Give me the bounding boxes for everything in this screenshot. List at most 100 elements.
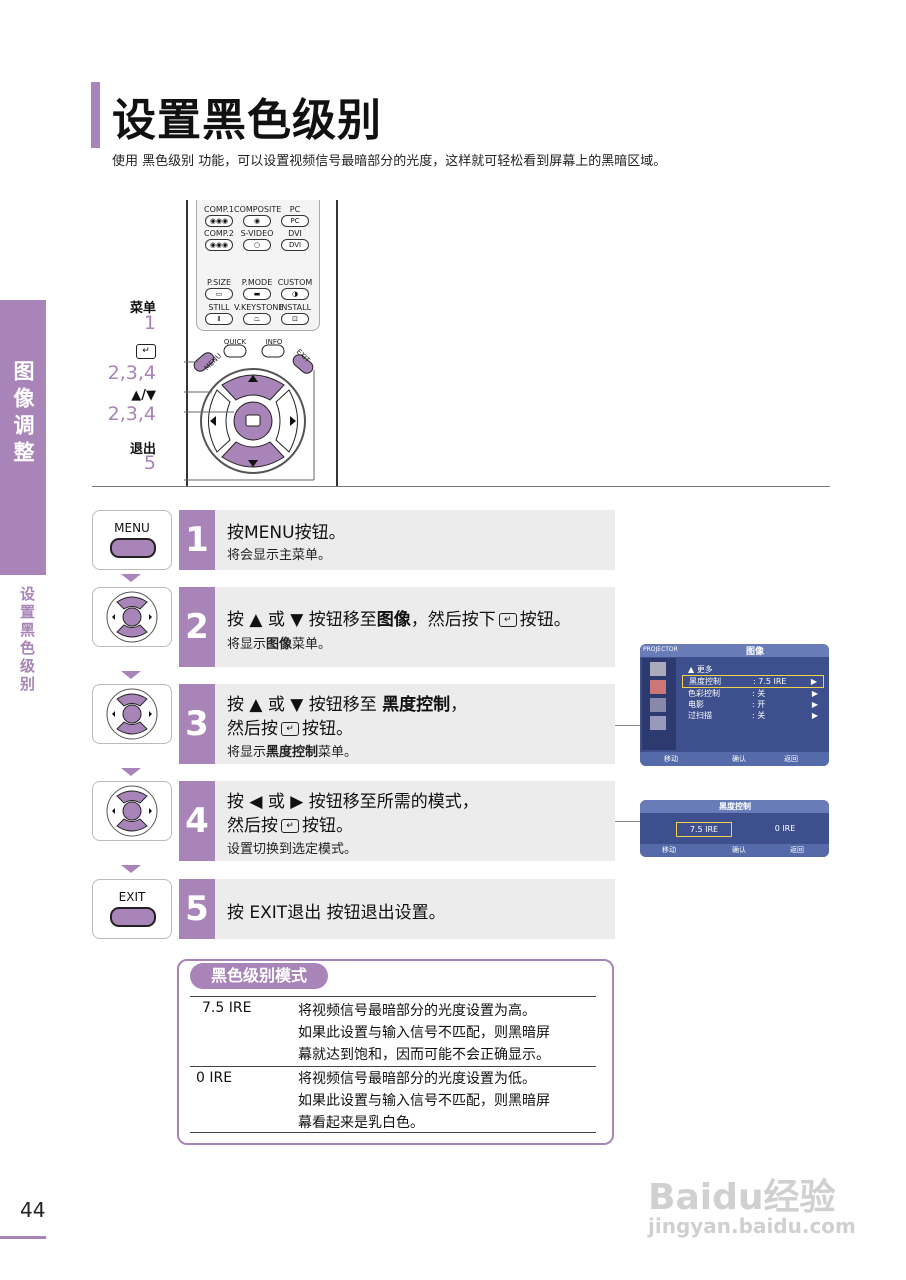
still-label: STILL bbox=[208, 303, 230, 312]
composite-button[interactable]: ◉ bbox=[243, 215, 271, 227]
table-rule bbox=[190, 1132, 596, 1133]
step-note: 将会显示主菜单。 bbox=[227, 548, 332, 563]
right-button[interactable] bbox=[275, 389, 298, 453]
enter-key-icon: ↵ bbox=[281, 819, 299, 833]
enter-key-icon: ↵ bbox=[136, 344, 156, 359]
osd-option-selected[interactable]: 7.5 IRE bbox=[676, 822, 732, 837]
step-instruction: 按 ▲ 或 ▼ 按钮移至图像，然后按下↵按钮。 bbox=[227, 610, 571, 630]
custom-button[interactable]: ◑ bbox=[281, 288, 309, 300]
enter-key-icon: ↵ bbox=[281, 722, 299, 736]
info-button[interactable] bbox=[261, 344, 285, 358]
comp2-label: COMP.2 bbox=[204, 229, 234, 238]
svideo-button[interactable]: ○ bbox=[243, 239, 271, 251]
step-number: 5 bbox=[179, 879, 215, 939]
osd-brand: PROJECTOR bbox=[643, 646, 678, 653]
step-instruction: 按 ◀ 或 ▶ 按钮移至所需的模式， bbox=[227, 792, 479, 812]
subsection-label: 设置黑色级别 bbox=[18, 586, 36, 694]
vkeystone-label: V.KEYSTONE bbox=[234, 303, 284, 312]
step-instruction-line2: 然后按↵按钮。 bbox=[227, 719, 353, 739]
step1-menu-icon: MENU bbox=[92, 510, 172, 570]
comp1-label: COMP.1 bbox=[204, 205, 234, 214]
psize-button[interactable]: ▭ bbox=[205, 288, 233, 300]
osd-footer: 移动 确认 返回 bbox=[640, 844, 829, 857]
callout-exit-num: 5 bbox=[143, 452, 156, 474]
pmode-label: P.MODE bbox=[241, 278, 273, 287]
osd-row[interactable]: 色彩控制: 关▶ bbox=[688, 689, 818, 698]
page-subtitle: 使用 黑色级别 功能，可以设置视频信号最暗部分的光度，这样就可轻松看到屏幕上的黑… bbox=[112, 154, 667, 169]
quick-button-label: QUICK bbox=[223, 338, 247, 346]
osd-option[interactable]: 0 IRE bbox=[774, 824, 796, 833]
dvi-label: DVI bbox=[288, 229, 302, 238]
comp1-button[interactable]: ◉◉◉ bbox=[205, 215, 233, 227]
modes-table-title: 黑色级别模式 bbox=[190, 963, 328, 989]
dvi-button[interactable]: DVI bbox=[281, 239, 309, 251]
step-number: 1 bbox=[179, 510, 215, 570]
baidu-watermark-url: jingyan.baidu.com bbox=[648, 1214, 856, 1238]
osd-menu-list: ▲ 更多 黑度控制: 7.5 IRE▶ 色彩控制: 关▶ 电影: 开▶ 过扫描:… bbox=[682, 664, 824, 721]
modes-table-box bbox=[177, 959, 614, 1145]
flow-arrow bbox=[121, 768, 141, 776]
osd-title: 图像 bbox=[745, 647, 764, 657]
baidu-watermark-logo: Baidu经验 bbox=[648, 1177, 836, 1218]
title-accent-bar bbox=[91, 82, 100, 148]
osd-row[interactable]: 电影: 开▶ bbox=[688, 700, 818, 709]
step-note: 设置切换到选定模式。 bbox=[227, 842, 358, 857]
still-button[interactable]: Ⅱ bbox=[205, 313, 233, 325]
pc-label: PC bbox=[289, 205, 301, 214]
left-button[interactable] bbox=[208, 389, 231, 453]
psize-label: P.SIZE bbox=[206, 278, 232, 287]
flow-arrow bbox=[121, 574, 141, 582]
osd-row[interactable]: 过扫描: 关▶ bbox=[688, 711, 818, 720]
step-3: 3 按 ▲ 或 ▼ 按钮移至 黑度控制， 然后按↵按钮。 将显示黑度控制菜单。 bbox=[179, 684, 615, 764]
exit-glyph bbox=[110, 907, 156, 927]
comp2-button[interactable]: ◉◉◉ bbox=[205, 239, 233, 251]
pmode-button[interactable]: ▬ bbox=[243, 288, 271, 300]
composite-label: COMPOSITE bbox=[234, 205, 282, 214]
callout-arrows-num: 2,3,4 bbox=[107, 403, 156, 425]
osd-connector bbox=[615, 725, 640, 726]
quick-button[interactable] bbox=[223, 344, 247, 358]
callout-menu-num: 1 bbox=[143, 312, 156, 334]
section-divider bbox=[92, 486, 830, 487]
section-tab bbox=[0, 300, 46, 575]
install-button[interactable]: ⊡ bbox=[281, 313, 309, 325]
down-button[interactable] bbox=[221, 441, 285, 468]
step-5: 5 按 EXIT退出 按钮退出设置。 bbox=[179, 879, 615, 939]
table-rule bbox=[190, 996, 596, 997]
menu-glyph bbox=[110, 538, 156, 558]
step3-navpad-icon bbox=[92, 684, 172, 744]
osd-footer: 移动 确认 返回 bbox=[640, 752, 829, 766]
step-number: 4 bbox=[179, 781, 215, 861]
osd-icon-column bbox=[642, 658, 676, 750]
page-title: 设置黑色级别 bbox=[112, 95, 382, 146]
nav-pad-illustration bbox=[184, 344, 316, 481]
remote-edge-right bbox=[336, 200, 338, 486]
step-instruction: 按 EXIT退出 按钮退出设置。 bbox=[227, 903, 446, 923]
page-number-underline bbox=[0, 1236, 46, 1239]
svideo-label: S-VIDEO bbox=[240, 229, 274, 238]
mode-description: 将视频信号最暗部分的光度设置为低。 如果此设置与输入信号不匹配，则黑暗屏 幕看起… bbox=[298, 1071, 550, 1131]
mode-name: 7.5 IRE bbox=[202, 1000, 252, 1016]
page-number: 44 bbox=[20, 1198, 46, 1222]
step-4: 4 按 ◀ 或 ▶ 按钮移至所需的模式， 然后按↵按钮。 设置切换到选定模式。 bbox=[179, 781, 615, 861]
step-1: 1 按MENU按钮。 将会显示主菜单。 bbox=[179, 510, 615, 570]
info-button-label: INFO bbox=[265, 338, 283, 346]
exit-button[interactable] bbox=[291, 352, 316, 375]
custom-label: CUSTOM bbox=[277, 278, 313, 287]
menu-button[interactable] bbox=[192, 350, 217, 373]
mode-name: 0 IRE bbox=[196, 1070, 233, 1086]
up-button[interactable] bbox=[221, 374, 285, 401]
section-tab-label: 图像调整 bbox=[11, 360, 35, 468]
enter-button[interactable] bbox=[233, 401, 273, 441]
callout-menu-label: 菜单 bbox=[129, 301, 156, 316]
step-instruction-line2: 然后按↵按钮。 bbox=[227, 816, 353, 836]
callout-exit-label: 退出 bbox=[129, 442, 156, 457]
flow-arrow bbox=[121, 671, 141, 679]
step-number: 3 bbox=[179, 684, 215, 764]
vkeystone-button[interactable]: ⏢ bbox=[243, 313, 271, 325]
step2-navpad-icon bbox=[92, 587, 172, 647]
pc-button[interactable]: PC bbox=[281, 215, 309, 227]
table-rule bbox=[190, 1066, 596, 1067]
enter-key-icon: ↵ bbox=[498, 613, 517, 627]
osd-row-selected[interactable]: 黑度控制: 7.5 IRE▶ bbox=[682, 675, 824, 688]
